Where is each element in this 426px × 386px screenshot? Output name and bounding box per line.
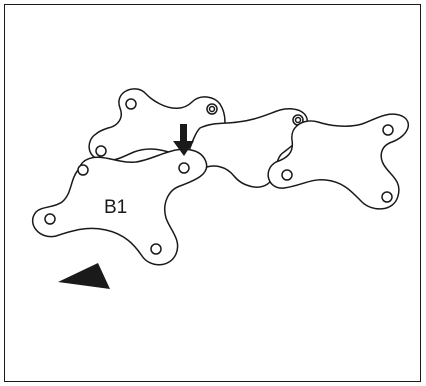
down-arrow-icon: [173, 124, 194, 156]
plate-right: [267, 113, 410, 210]
plate-b1: B1: [31, 148, 208, 266]
part-label-b1: B1: [104, 197, 127, 218]
triangle-pointer-icon: [58, 263, 110, 289]
